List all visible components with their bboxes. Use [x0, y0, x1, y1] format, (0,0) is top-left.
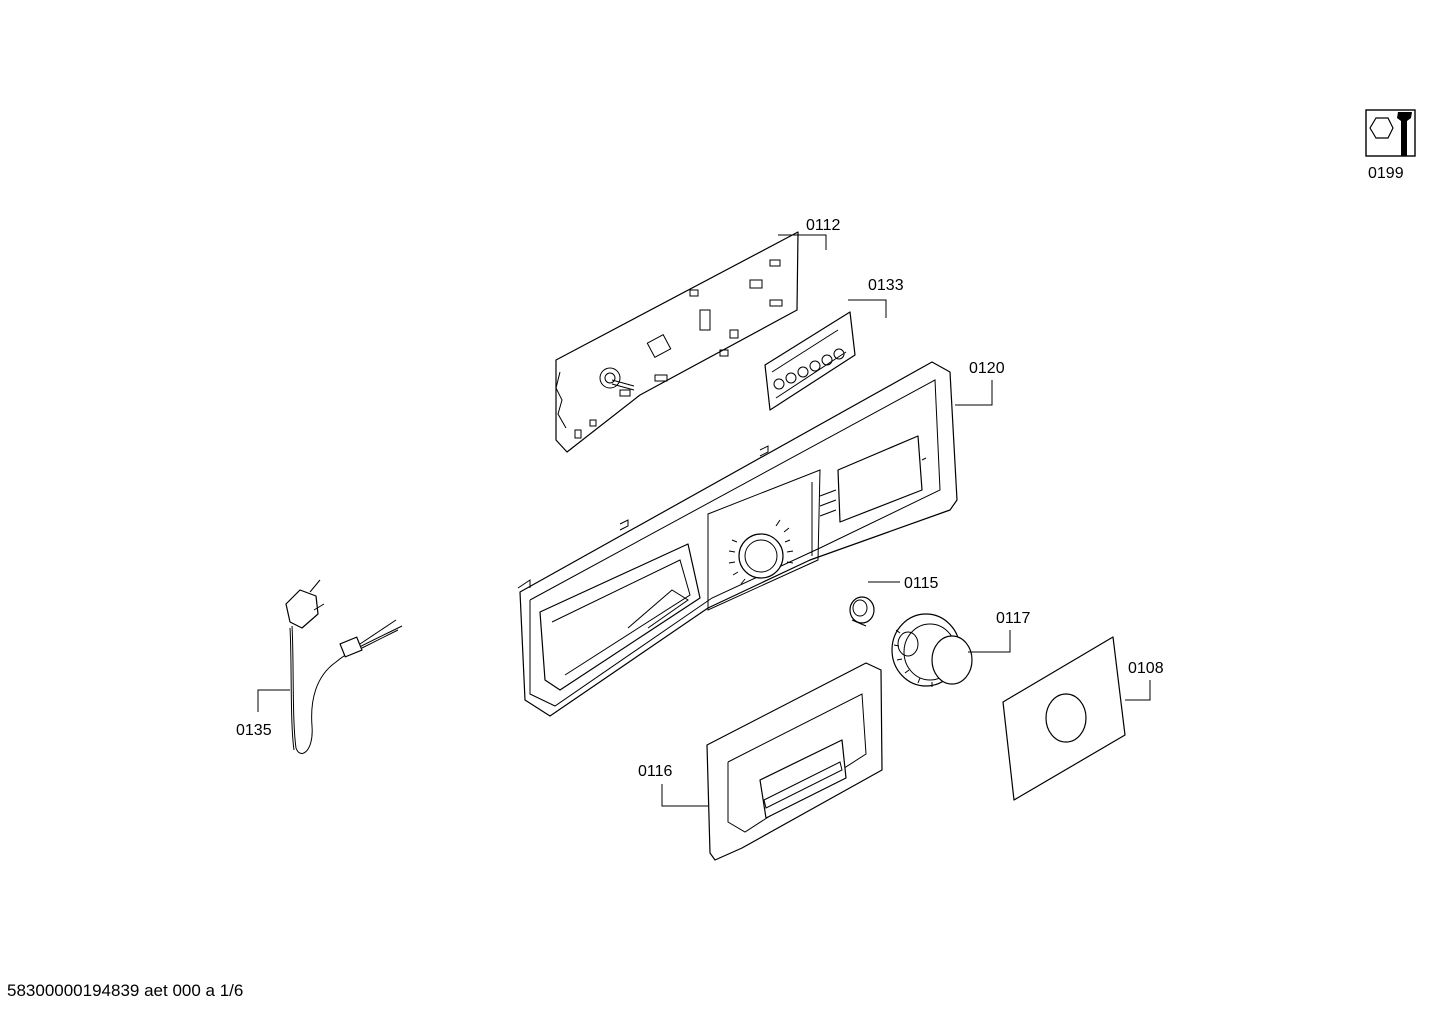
control-panel-fascia-part [517, 361, 958, 717]
part-label-0120: 0120 [969, 360, 1005, 377]
decor-panel-part [1002, 636, 1126, 801]
part-label-0199: 0199 [1368, 165, 1404, 182]
detergent-drawer-handle-part [706, 662, 883, 861]
program-knob-part [891, 613, 973, 687]
part-label-0133: 0133 [868, 277, 904, 294]
part-label-0135: 0135 [236, 722, 272, 739]
part-label-0108: 0108 [1128, 660, 1164, 677]
part-label-0116: 0116 [638, 763, 673, 780]
power-cable-part [285, 579, 403, 754]
part-label-0117: 0117 [996, 610, 1031, 627]
service-tool-icon [1365, 109, 1416, 157]
part-label-0112: 0112 [806, 217, 841, 234]
leader-lines [257, 234, 1151, 807]
part-label-0115: 0115 [904, 575, 939, 592]
document-footer-id: 58300000194839 aet 000 a 1/6 [7, 981, 244, 1000]
keypad-membrane-part [764, 311, 856, 411]
knob-cap-part [849, 596, 875, 627]
pcb-module-part [555, 231, 799, 453]
